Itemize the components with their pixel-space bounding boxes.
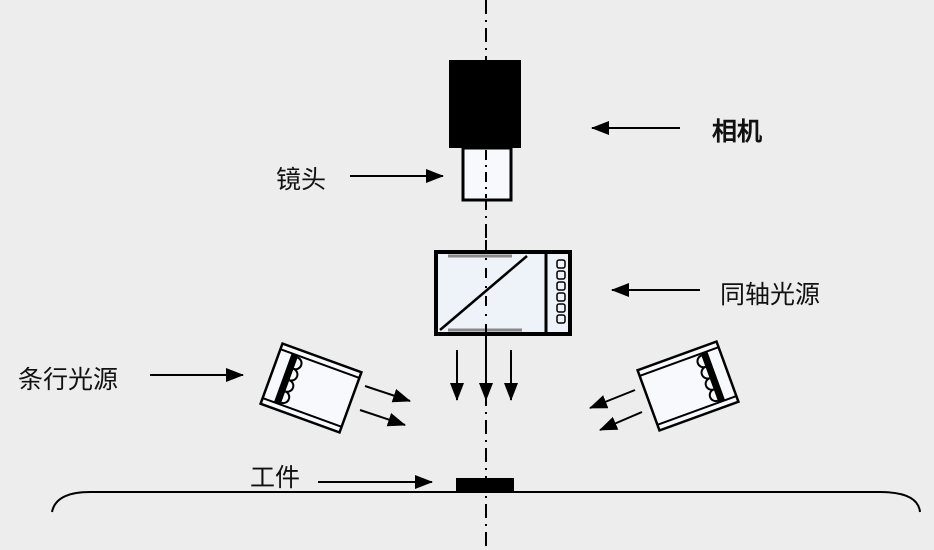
camera-body: [449, 60, 521, 148]
coaxial-light-label: 同轴光源: [720, 280, 821, 309]
workpiece-label: 工件: [250, 463, 301, 492]
strip-light-right-rays: [589, 389, 643, 431]
coaxial-light-rays: [450, 350, 518, 401]
strip-light-right: [635, 339, 741, 433]
coaxial-light: [434, 240, 572, 336]
strip-light-left-rays: [359, 385, 411, 427]
camera-label: 相机: [712, 117, 763, 146]
strip-light-label: 条行光源: [18, 365, 119, 394]
strip-light-left: [258, 341, 364, 435]
lens-label: 镜头: [276, 165, 327, 194]
workpiece: [456, 478, 514, 492]
